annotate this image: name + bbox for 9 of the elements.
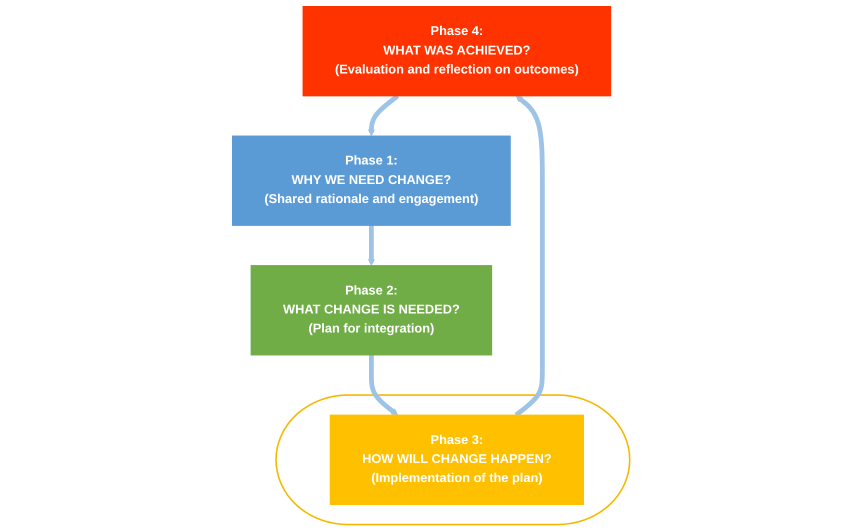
arrow (368, 94, 400, 136)
arrow (369, 355, 399, 416)
cluster (276, 394, 631, 526)
node-box: Phase 3: HOW WILL CHANGE HAPPEN? (Implementation of the plan) (330, 414, 584, 505)
arrow (368, 226, 376, 266)
node-box: Phase 2: WHAT CHANGE IS NEEDED? (Plan for integration) (251, 265, 493, 356)
node-box: Phase 4: WHAT WAS ACHIEVED? (Evaluation and reflection on outcomes) (303, 6, 612, 96)
arrow (514, 96, 546, 417)
node-box: Phase 1: WHY WE NEED CHANGE? (Shared rationale and engagement) (232, 136, 512, 226)
